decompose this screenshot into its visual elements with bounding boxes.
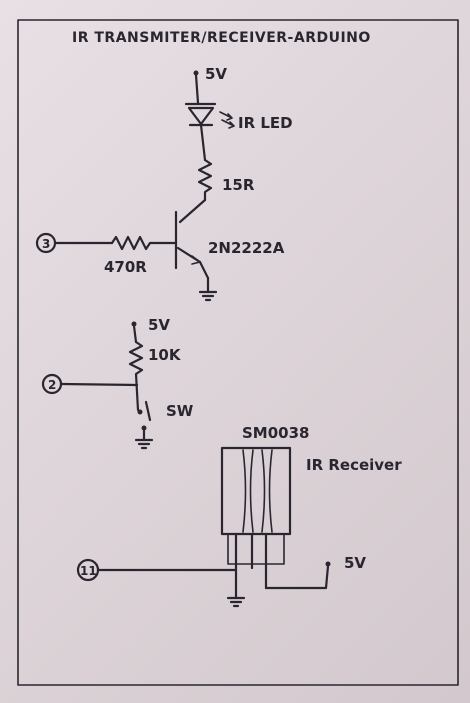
sw-supply-wire: [132, 324, 138, 344]
switch-label: SW: [166, 402, 194, 420]
resistor-10k: [128, 340, 144, 412]
rx-supply-label: 5V: [344, 554, 366, 572]
ir-led-symbol: [184, 102, 235, 129]
ground-icon-tx: [198, 276, 218, 302]
resistor-470r: [110, 235, 178, 251]
sheet-border: [17, 19, 459, 686]
transistor-label: 2N2222A: [208, 239, 285, 257]
ir-receiver-module-symbol: [220, 446, 292, 592]
diagram-title: IR TRANSMITER/RECEIVER-ARDUINO: [72, 30, 371, 46]
pin-2-wire: [60, 382, 139, 387]
tx-supply-label: 5V: [205, 65, 227, 83]
receiver-circuit: SM0038 IR Receiver 11 5V: [76, 424, 402, 608]
collector-wire: [178, 198, 207, 224]
tx-supply-wire: [194, 73, 200, 105]
npn-transistor-symbol: [174, 210, 210, 280]
push-switch-symbol: [137, 400, 152, 442]
receiver-supply-wire: [264, 564, 330, 590]
ground-icon-rx: [226, 588, 246, 608]
supply-node-tx: [193, 70, 199, 76]
supply-node-sw: [131, 321, 137, 327]
pin-2-label: 2: [48, 378, 56, 392]
led-to-resistor-wire: [199, 123, 207, 162]
sw-supply-label: 5V: [148, 316, 170, 334]
receiver-label: IR Receiver: [306, 456, 402, 474]
transmitter-circuit: 5V IR LED 15R 2N2222A: [35, 65, 293, 302]
supply-node-rx: [325, 561, 331, 567]
resistor-10k-label: 10K: [148, 346, 182, 364]
resistor-15r-label: 15R: [222, 176, 255, 194]
receiver-module-label: SM0038: [242, 424, 309, 442]
pin-3-label: 3: [42, 237, 50, 251]
ground-icon-sw: [134, 438, 154, 450]
ir-led-label: IR LED: [238, 114, 293, 132]
switch-circuit: 5V 10K 2 SW: [41, 316, 194, 450]
resistor-15r: [197, 158, 213, 202]
resistor-470r-label: 470R: [104, 258, 147, 276]
pin-11-label: 11: [80, 564, 97, 578]
